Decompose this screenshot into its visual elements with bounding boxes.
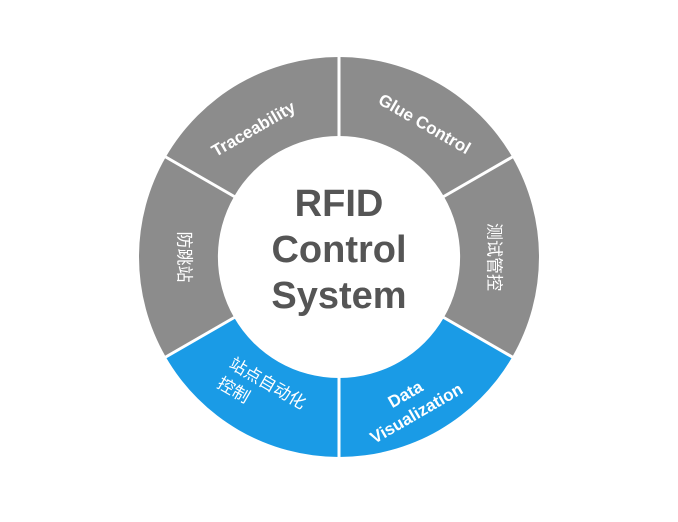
center-title: RFID Control System (271, 183, 406, 317)
divider-bottom-left (163, 315, 237, 360)
center-circle (220, 138, 458, 376)
segment-anti-skip-station (139, 157, 235, 357)
segment-data-visualization (339, 317, 513, 457)
divider-top-left (163, 154, 237, 199)
segment-traceability (165, 57, 339, 197)
center-title-line-3: System (271, 275, 406, 317)
ring-segments (139, 57, 539, 457)
divider-bottom-right (441, 315, 515, 360)
label-test-control: 测试管控 (484, 223, 504, 291)
label-anti-skip-station: 防跳站 (174, 232, 194, 283)
segment-station-automation (165, 317, 339, 457)
center-title-line-1: RFID (295, 183, 384, 225)
divider-top-right (441, 154, 515, 199)
center-title-line-2: Control (271, 229, 406, 271)
segment-dividers (163, 55, 515, 459)
segment-test-control (443, 157, 539, 357)
segment-glue-control (339, 57, 513, 197)
